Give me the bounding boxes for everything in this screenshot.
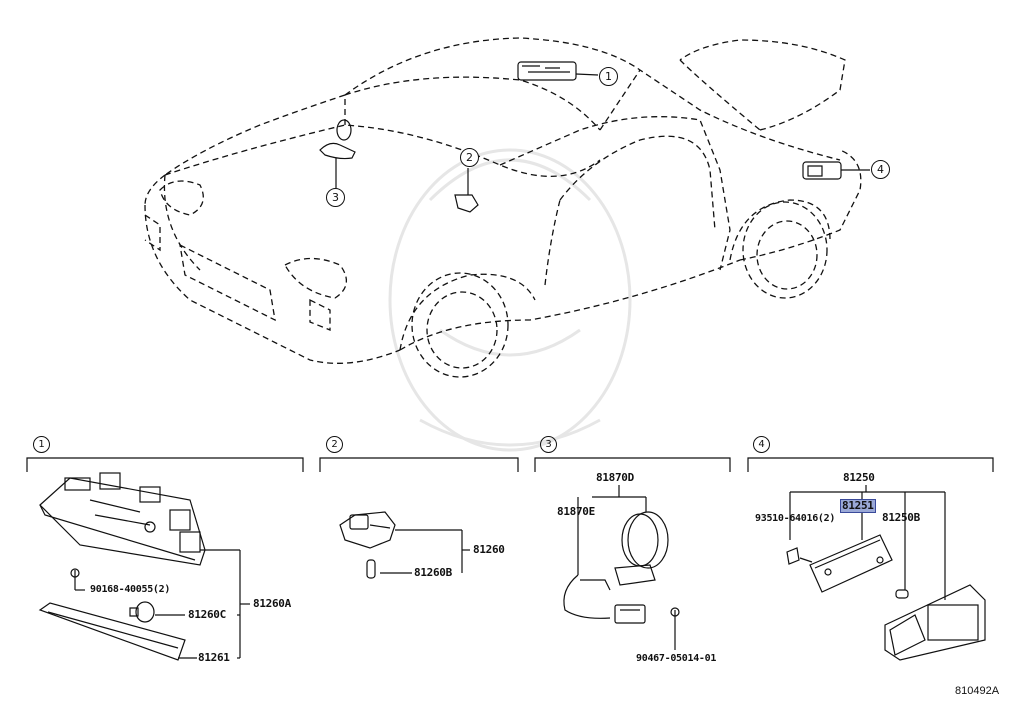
part-s1-bolt[interactable]: 90168-40055(2) <box>90 584 171 595</box>
section1-drawing <box>38 472 250 661</box>
section-3-number: 3 <box>540 436 557 453</box>
callout-4: 4 <box>871 160 890 179</box>
callout-1: 1 <box>599 67 618 86</box>
part-s3-top[interactable]: 81870D <box>596 471 634 484</box>
ignition-ring-part <box>336 119 352 141</box>
part-s1-assy[interactable]: 81260A <box>253 597 291 610</box>
part-s1-bulb[interactable]: 81260C <box>188 608 226 621</box>
part-s4-screw[interactable]: 93510-64016(2) <box>755 513 836 524</box>
roof-lamp-part <box>517 61 577 81</box>
car-outline <box>144 37 862 378</box>
switch-lamp-part <box>454 194 479 213</box>
section-1-number: 1 <box>33 436 50 453</box>
part-s3-screw[interactable]: 90467-05014-01 <box>636 653 717 664</box>
part-s2-assy[interactable]: 81260 <box>473 543 505 556</box>
watermark-emblem <box>388 148 632 452</box>
callout-3: 3 <box>326 188 345 207</box>
section-2-number: 2 <box>326 436 343 453</box>
callout-2: 2 <box>460 148 479 167</box>
part-s4-lens-highlighted[interactable]: 81251 <box>840 499 876 513</box>
section2-drawing <box>339 511 470 579</box>
section4-drawing <box>786 485 986 661</box>
diagram-reference: 810492A <box>955 685 1000 697</box>
section-4-number: 4 <box>753 436 770 453</box>
part-s1-lens[interactable]: 81261 <box>198 651 230 664</box>
section-brackets <box>26 457 994 472</box>
part-s2-bulb[interactable]: 81260B <box>414 566 452 579</box>
car-parts <box>319 61 870 213</box>
part-s4-top[interactable]: 81250 <box>843 471 875 484</box>
section3-drawing <box>563 485 680 650</box>
part-s4-bulb[interactable]: 81250B <box>882 511 920 524</box>
part-s3-ring[interactable]: 81870E <box>557 505 595 518</box>
